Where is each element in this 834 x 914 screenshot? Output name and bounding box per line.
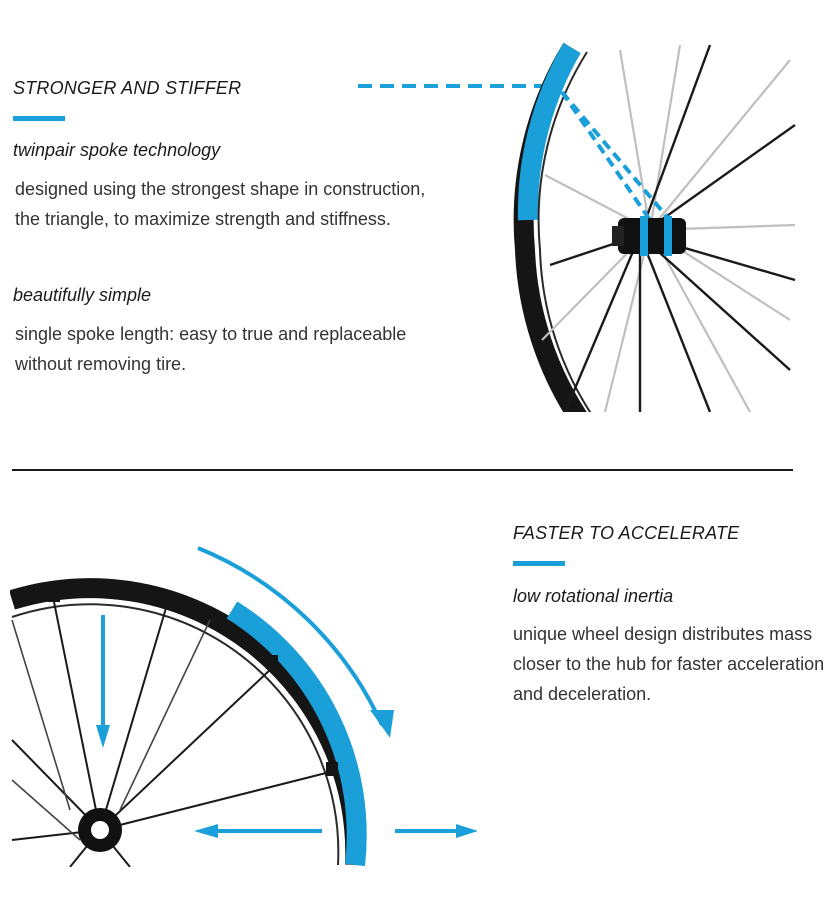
feature-text-simple: single spoke length: easy to true and re… — [15, 319, 445, 379]
section-divider — [12, 469, 793, 471]
arrow-head — [370, 710, 394, 738]
feature-line: single spoke length: easy to true and re… — [15, 324, 407, 344]
wheel-closeup-image — [358, 42, 796, 412]
feature-line: designed using the strongest shape in co… — [15, 179, 426, 199]
twinpair-spoke-highlight — [560, 90, 670, 220]
rotation-arc-arrow — [197, 546, 384, 726]
section-heading-stronger: STRONGER AND STIFFER — [13, 78, 242, 98]
rim-blue-decal — [226, 601, 367, 867]
hub — [618, 218, 686, 254]
feature-text-inertia: unique wheel design distributes mass clo… — [513, 619, 831, 709]
twinpair-spoke-highlight — [560, 90, 652, 222]
feature-title-simple: beautifully simple — [13, 285, 152, 305]
accent-bar — [513, 561, 565, 566]
feature-line: and deceleration. — [513, 684, 652, 704]
feature-title-inertia: low rotational inertia — [513, 586, 674, 606]
feature-title-twinpair: twinpair spoke technology — [13, 140, 221, 160]
accent-bar — [13, 116, 65, 121]
feature-line: closer to the hub for faster acceleratio… — [513, 654, 825, 674]
feature-line: without removing tire. — [15, 354, 187, 374]
spokes — [11, 601, 331, 867]
feature-text-twinpair: designed using the strongest shape in co… — [15, 174, 445, 234]
spokes-dark — [549, 44, 796, 412]
feature-line: the triangle, to maximize strength and s… — [15, 209, 391, 229]
wheel-quarter-image — [10, 546, 478, 867]
feature-line: unique wheel design distributes mass — [513, 624, 813, 644]
section-heading-faster: FASTER TO ACCELERATE — [513, 523, 740, 543]
rim-blue-decal — [517, 43, 581, 221]
